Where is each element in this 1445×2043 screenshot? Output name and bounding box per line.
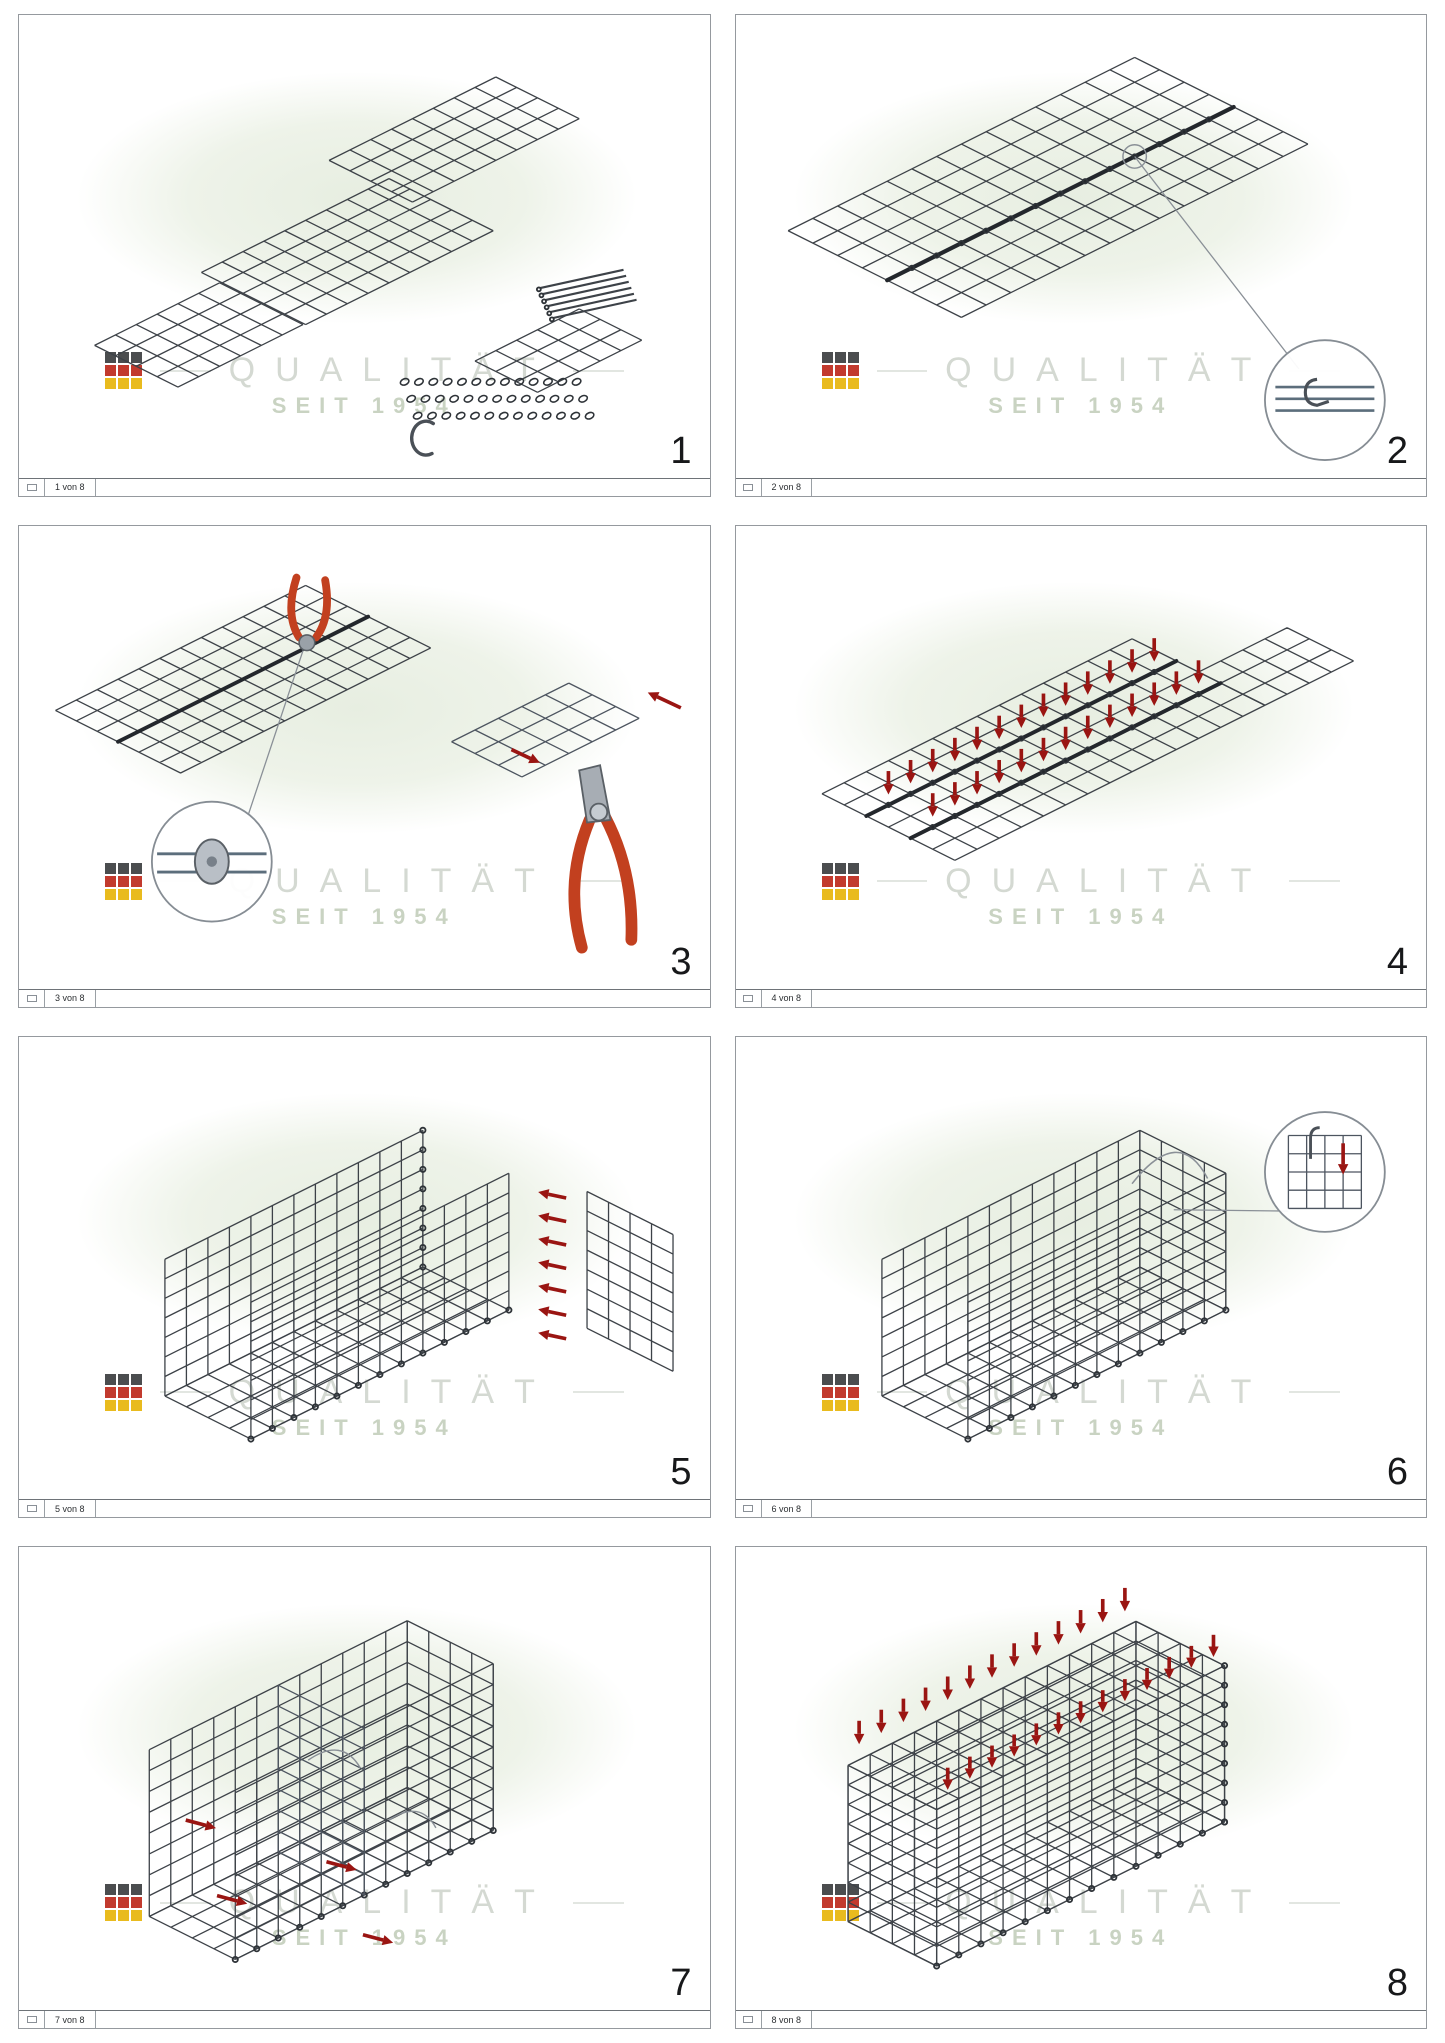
sheet-stamp-icon [19, 478, 45, 496]
watermark-since-text: SEIT 1954 [988, 1414, 1174, 1440]
sheet-stamp-icon [19, 1500, 45, 1518]
brand-logo-icon [105, 352, 142, 389]
watermark-band: QUALITÄT [19, 862, 710, 901]
step-7-drawing-inner-divider [148, 1620, 497, 1964]
step-5-drawing-raise-walls [164, 1126, 674, 1443]
sheet-stamp-icon [736, 478, 762, 496]
watermark-ellipse [77, 71, 638, 324]
watermark-quality-text: QUALITÄT [228, 861, 555, 900]
watermark-rule [876, 880, 928, 883]
step-panel-3: QUALITÄT SEIT 1954 3 3 von 8 [18, 524, 711, 1008]
step-6-drawing-hook-end-panel [880, 1110, 1386, 1443]
watermark-band: QUALITÄT [19, 1883, 710, 1922]
sheet-page-label: 5 von 8 [45, 1500, 96, 1518]
sheet-stamp-icon [19, 989, 45, 1007]
watermark-band: QUALITÄT [736, 351, 1427, 390]
watermark-rule [572, 369, 624, 372]
step-panel-8: QUALITÄT SEIT 1954 8 8 von 8 [734, 1546, 1427, 2029]
step-panel-4: QUALITÄT SEIT 1954 4 4 von 8 [734, 524, 1427, 1008]
brand-logo-icon [821, 1373, 859, 1411]
sheet-footer: 3 von 8 [19, 988, 710, 1007]
brand-logo-icon [821, 862, 859, 900]
step-number: 1 [670, 429, 692, 472]
watermark-ellipse [793, 1093, 1354, 1346]
step-panel-1: QUALITÄT SEIT 1954 1 1 von 8 [18, 14, 711, 497]
sheet-footer: 5 von 8 [19, 1499, 710, 1518]
watermark: QUALITÄT SEIT 1954 [736, 1037, 1427, 1518]
sheet-footer: 8 von 8 [735, 2010, 1426, 2028]
step-panel-2: QUALITÄT SEIT 1954 2 2 von 8 [734, 14, 1427, 497]
step-1-drawing-parts-overview [94, 76, 643, 457]
sheet-page-label: 2 von 8 [762, 478, 813, 496]
watermark-band: QUALITÄT [736, 1883, 1427, 1922]
sheet-footer: 7 von 8 [19, 2010, 710, 2028]
sheet-stamp-icon [736, 1500, 762, 1518]
step-number: 6 [1386, 1451, 1408, 1494]
watermark-rule [1289, 1901, 1340, 1904]
watermark-since-text: SEIT 1954 [988, 1925, 1174, 1951]
watermark-rule [572, 880, 624, 883]
watermark-since-text: SEIT 1954 [271, 393, 457, 418]
watermark-quality-text: QUALITÄT [945, 351, 1272, 389]
watermark-rule [160, 1391, 211, 1393]
watermark-since-text: SEIT 1954 [271, 1414, 457, 1440]
watermark-rule [572, 1391, 624, 1393]
watermark: QUALITÄT SEIT 1954 [19, 1037, 710, 1518]
step-4-drawing-set-clips [821, 626, 1354, 861]
sheet-page-label: 3 von 8 [45, 989, 96, 1007]
step-number: 7 [670, 1962, 692, 2004]
sheet-stamp-icon [19, 2011, 45, 2028]
sheet-page-label: 7 von 8 [45, 2011, 96, 2028]
step-number: 5 [670, 1451, 692, 1494]
sheet-page-label: 8 von 8 [762, 2011, 813, 2028]
step-number: 4 [1386, 940, 1408, 983]
step-8-drawing-close-lid [846, 1588, 1228, 1970]
sheet-page-label: 6 von 8 [762, 1500, 813, 1518]
watermark-quality-text: QUALITÄT [945, 861, 1272, 900]
watermark-since-text: SEIT 1954 [988, 393, 1174, 418]
sheet-footer: 4 von 8 [735, 988, 1426, 1007]
watermark-rule [876, 1901, 928, 1904]
step-3-drawing-crimp-pliers [55, 573, 682, 954]
watermark-rule [1289, 880, 1340, 883]
watermark-since-text: SEIT 1954 [988, 903, 1174, 929]
brand-logo-icon [105, 862, 142, 900]
sheet-footer: 6 von 8 [735, 1499, 1426, 1518]
watermark-rule [876, 369, 928, 372]
step-number: 8 [1386, 1962, 1408, 2004]
watermark-band: QUALITÄT [736, 862, 1427, 901]
sheet-footer: 1 von 8 [19, 477, 710, 496]
sheet-footer: 2 von 8 [735, 477, 1426, 496]
watermark-rule [160, 1901, 211, 1904]
watermark-quality-text: QUALITÄT [945, 1883, 1272, 1922]
watermark-rule [572, 1901, 624, 1904]
sheet-page-label: 4 von 8 [762, 989, 813, 1007]
sheet-stamp-icon [736, 989, 762, 1007]
watermark-rule [1289, 1391, 1340, 1393]
watermark-ellipse [77, 582, 638, 835]
step-number: 2 [1386, 429, 1408, 472]
step-number: 3 [670, 940, 692, 983]
step-panel-7: QUALITÄT SEIT 1954 7 7 von 8 [18, 1546, 711, 2029]
brand-logo-icon [821, 352, 859, 389]
watermark-since-text: SEIT 1954 [271, 903, 457, 929]
brand-logo-icon [821, 1884, 859, 1922]
step-panel-5: QUALITÄT SEIT 1954 5 5 von 8 [18, 1035, 711, 1519]
watermark: QUALITÄT SEIT 1954 [19, 526, 710, 1007]
watermark: QUALITÄT SEIT 1954 [19, 15, 710, 496]
brand-logo-icon [105, 1884, 142, 1922]
sheet-stamp-icon [736, 2011, 762, 2028]
step-panel-6: QUALITÄT SEIT 1954 6 6 von 8 [734, 1035, 1427, 1519]
step-2-drawing-join-panels [787, 56, 1386, 461]
watermark-rule [876, 1391, 928, 1393]
brand-logo-icon [105, 1373, 142, 1411]
sheet-page-label: 1 von 8 [45, 478, 96, 496]
watermark-quality-text: QUALITÄT [228, 1883, 555, 1922]
